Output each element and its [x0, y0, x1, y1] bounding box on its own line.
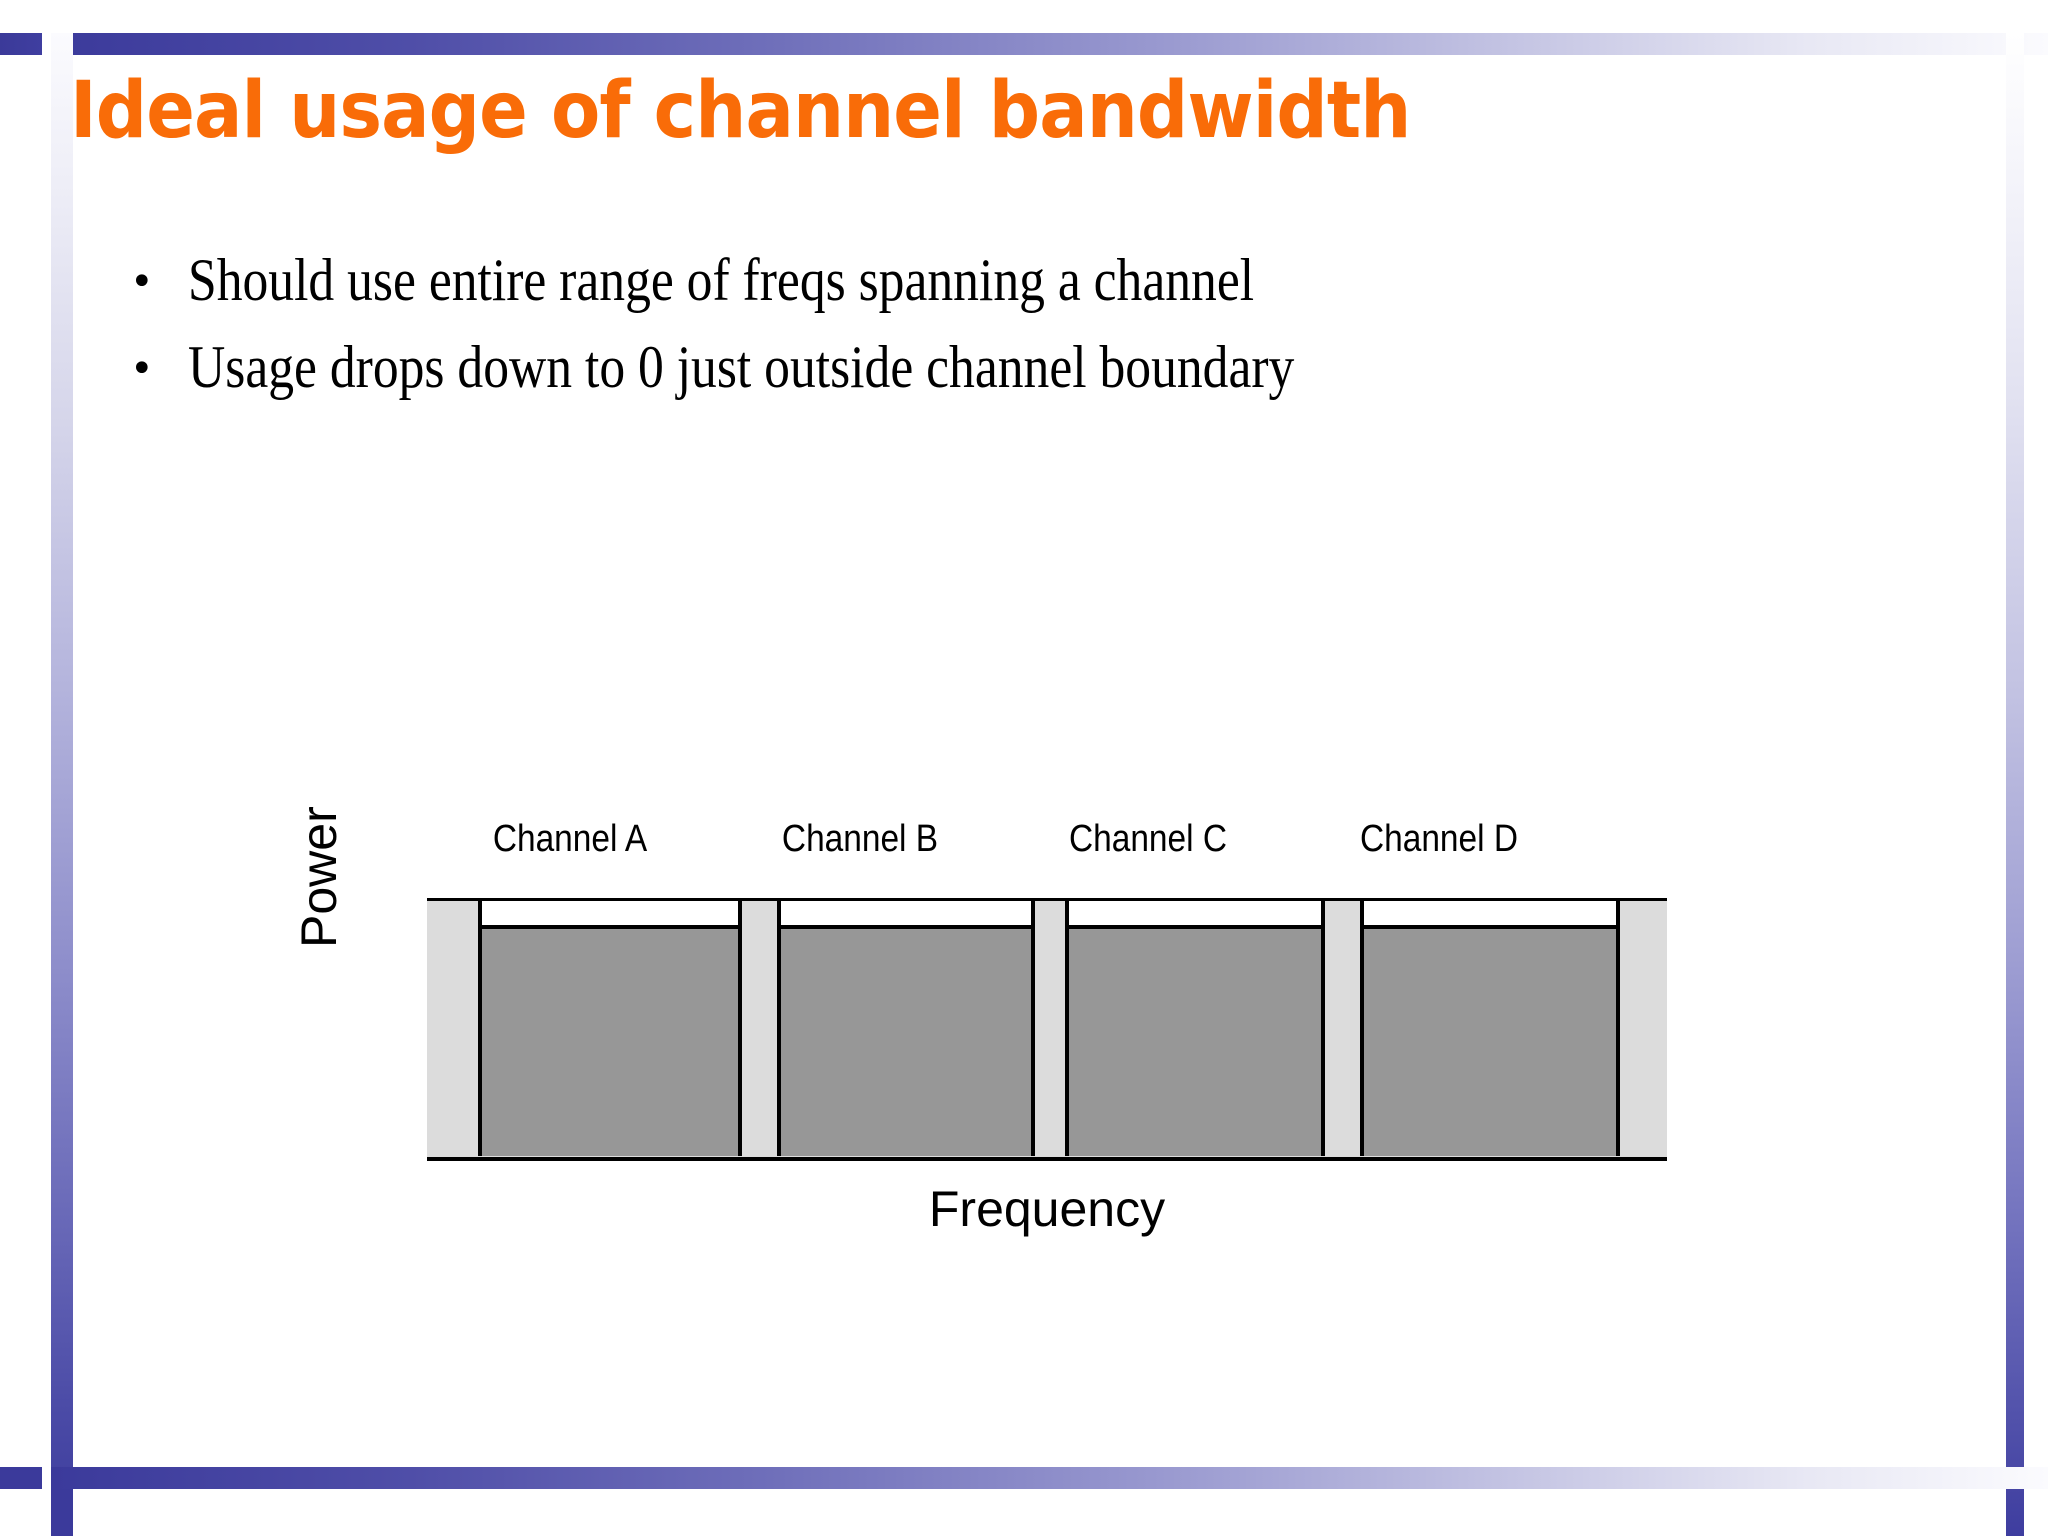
channel-power-fill-a: [482, 925, 738, 1156]
left-accent-bar: [51, 33, 73, 1536]
top-accent-bar: [51, 33, 2048, 55]
channel-bar-a: [478, 898, 742, 1156]
channel-label-d: Channel D: [1359, 818, 1519, 860]
bullet-text: Usage drops down to 0 just outside chann…: [188, 333, 1295, 400]
channel-label-b: Channel B: [781, 818, 939, 860]
channel-power-fill-d: [1364, 925, 1616, 1156]
top-left-accent-bar: [0, 33, 42, 55]
list-item: • Should use entire range of freqs spann…: [130, 248, 1960, 313]
channel-label-a: Channel A: [492, 818, 648, 860]
right-accent-bar: [2006, 33, 2024, 1536]
bullet-dot-icon: •: [130, 345, 154, 392]
channel-bar-d: [1360, 898, 1620, 1156]
slide-title: Ideal usage of channel bandwidth: [70, 66, 1411, 156]
bullet-list: • Should use entire range of freqs spann…: [130, 248, 1960, 422]
plot-area: [427, 890, 1667, 1161]
channel-power-fill-b: [781, 925, 1031, 1156]
channel-bar-c: [1065, 898, 1325, 1156]
left-accent-bar-foot: [51, 1489, 73, 1536]
bottom-accent-bar: [51, 1467, 2048, 1489]
channel-power-fill-c: [1069, 925, 1321, 1156]
x-axis-line: [427, 1157, 1667, 1161]
list-item: • Usage drops down to 0 just outside cha…: [130, 333, 1960, 400]
channel-label-row: Channel A Channel B Channel C Channel D: [300, 820, 1720, 876]
bottom-left-accent-stub: [0, 1467, 42, 1489]
bullet-dot-icon: •: [130, 259, 154, 305]
channel-label-c: Channel C: [1068, 818, 1228, 860]
spectrum-diagram: Channel A Channel B Channel C Channel D …: [291, 806, 1720, 1250]
x-axis-label: Frequency: [928, 1181, 1166, 1237]
y-axis-label: Power: [291, 806, 347, 948]
channel-bar-b: [777, 898, 1035, 1156]
bullet-text: Should use entire range of freqs spannin…: [188, 247, 1255, 313]
